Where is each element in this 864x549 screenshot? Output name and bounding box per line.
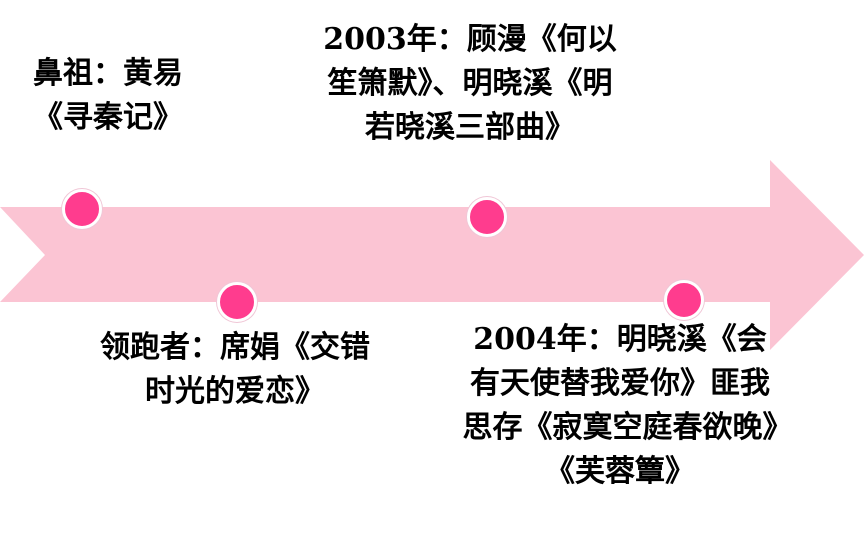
event-label-2003: 2003年：顾漫《何以笙箫默》、明晓溪《明若晓溪三部曲》	[323, 22, 617, 145]
timeline-arrow-shape	[0, 160, 864, 350]
event-label-pioneer: 领跑者：席娟《交错时光的爱恋》	[100, 330, 370, 409]
event-label-origin: 鼻祖：黄易《寻秦记》	[33, 56, 183, 135]
timeline-dot-2004	[664, 280, 704, 320]
event-label-2004: 2004年：明晓溪《会有天使替我爱你》匪我思存《寂寞空庭春欲晚》《芙蓉簟》	[462, 322, 778, 489]
timeline-dot-2003	[467, 197, 507, 237]
timeline-dot-pioneer	[217, 282, 257, 322]
timeline-dot-origin	[62, 189, 102, 229]
